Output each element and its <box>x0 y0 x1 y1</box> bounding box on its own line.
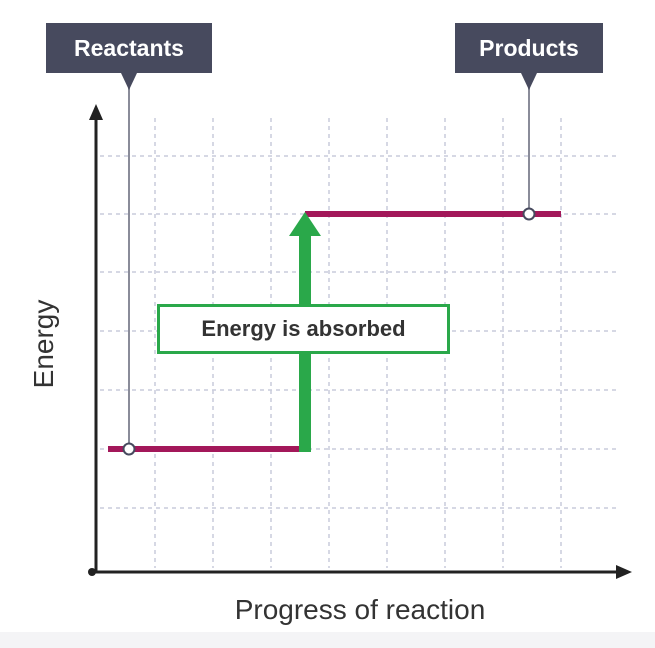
reactants-callout: Reactants <box>46 23 212 73</box>
y-axis-arrowhead-icon <box>89 104 103 120</box>
x-axis-arrowhead-icon <box>616 565 632 579</box>
y-axis-label: Energy <box>28 299 59 389</box>
x-axis-label: Progress of reaction <box>234 594 486 625</box>
products-callout-pointer <box>521 73 537 90</box>
products-marker-dot <box>522 207 536 221</box>
energy-absorbed-label: Energy is absorbed <box>157 304 450 354</box>
reactants-callout-pointer <box>121 73 137 90</box>
origin-dot <box>88 568 96 576</box>
arrow-up-icon <box>289 212 321 236</box>
products-callout: Products <box>455 23 603 73</box>
bottom-strip <box>0 632 655 648</box>
reactants-marker-dot <box>122 442 136 456</box>
